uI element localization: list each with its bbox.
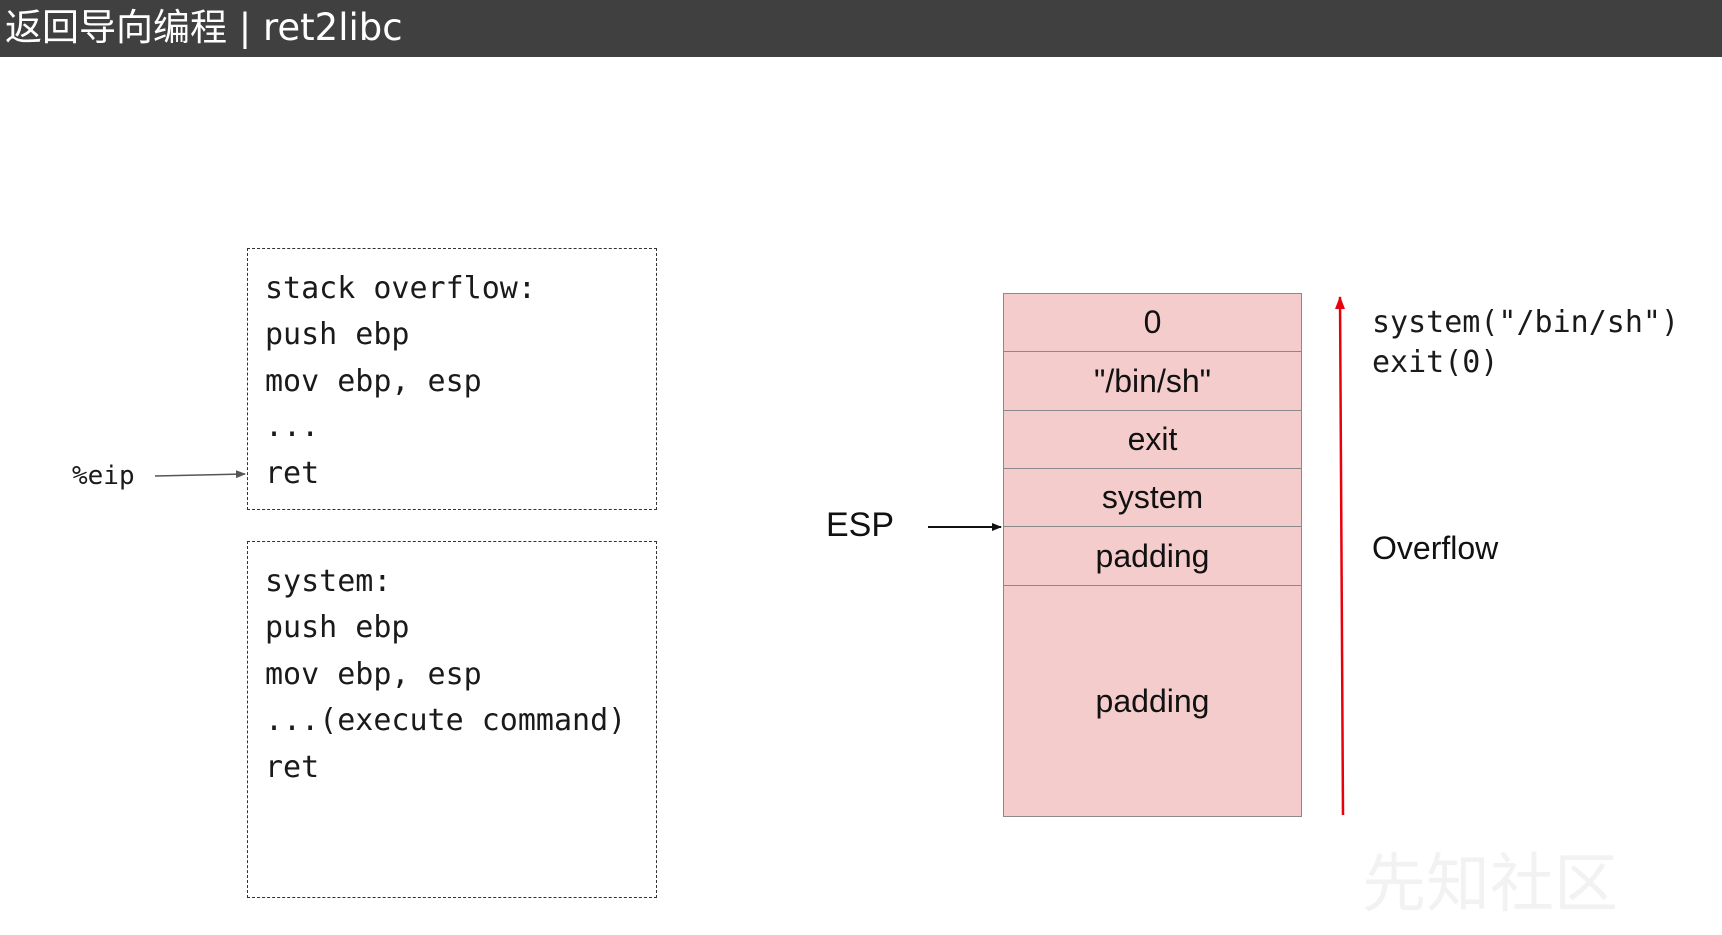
stack-cell-system: system xyxy=(1004,469,1301,527)
overflow-arrow xyxy=(1338,296,1345,816)
stack-cell-exit: exit xyxy=(1004,411,1301,469)
code-line: ...(execute command) xyxy=(265,703,627,738)
esp-label: ESP xyxy=(826,506,895,544)
code-line: mov ebp, esp xyxy=(265,657,482,692)
overflow-arrowhead xyxy=(1335,296,1345,309)
code-line: stack overflow: xyxy=(265,271,536,306)
stack-overflow-code-box: stack overflow: push ebp mov ebp, esp ..… xyxy=(247,248,657,510)
eip-arrow xyxy=(154,470,246,479)
code-line: mov ebp, esp xyxy=(265,364,482,399)
stack-cell-zero: 0 xyxy=(1004,294,1301,352)
code-line: ret xyxy=(265,456,320,491)
syscall-line: exit(0) xyxy=(1372,345,1499,380)
code-line: push ebp xyxy=(265,317,410,352)
stack-diagram: 0 "/bin/sh" exit system padding padding xyxy=(1003,293,1302,817)
stack-cell-padding: padding xyxy=(1004,527,1301,586)
code-line: push ebp xyxy=(265,610,410,645)
code-line: system: xyxy=(265,564,392,599)
stack-cell-padding-large: padding xyxy=(1095,682,1210,719)
code-line: ... xyxy=(265,409,320,444)
page-title: 返回导向编程 | ret2libc xyxy=(5,6,403,49)
syscall-line: system("/bin/sh") xyxy=(1372,305,1680,340)
system-code-box: system: push ebp mov ebp, esp ...(execut… xyxy=(247,541,657,898)
title-bar: 返回导向编程 | ret2libc xyxy=(0,0,1722,57)
watermark: 先知社区 xyxy=(1362,848,1618,922)
overflow-label: Overflow xyxy=(1372,530,1499,566)
stack-cell-binsh: "/bin/sh" xyxy=(1004,352,1301,411)
code-line: ret xyxy=(265,750,320,785)
eip-label: %eip xyxy=(72,461,135,491)
